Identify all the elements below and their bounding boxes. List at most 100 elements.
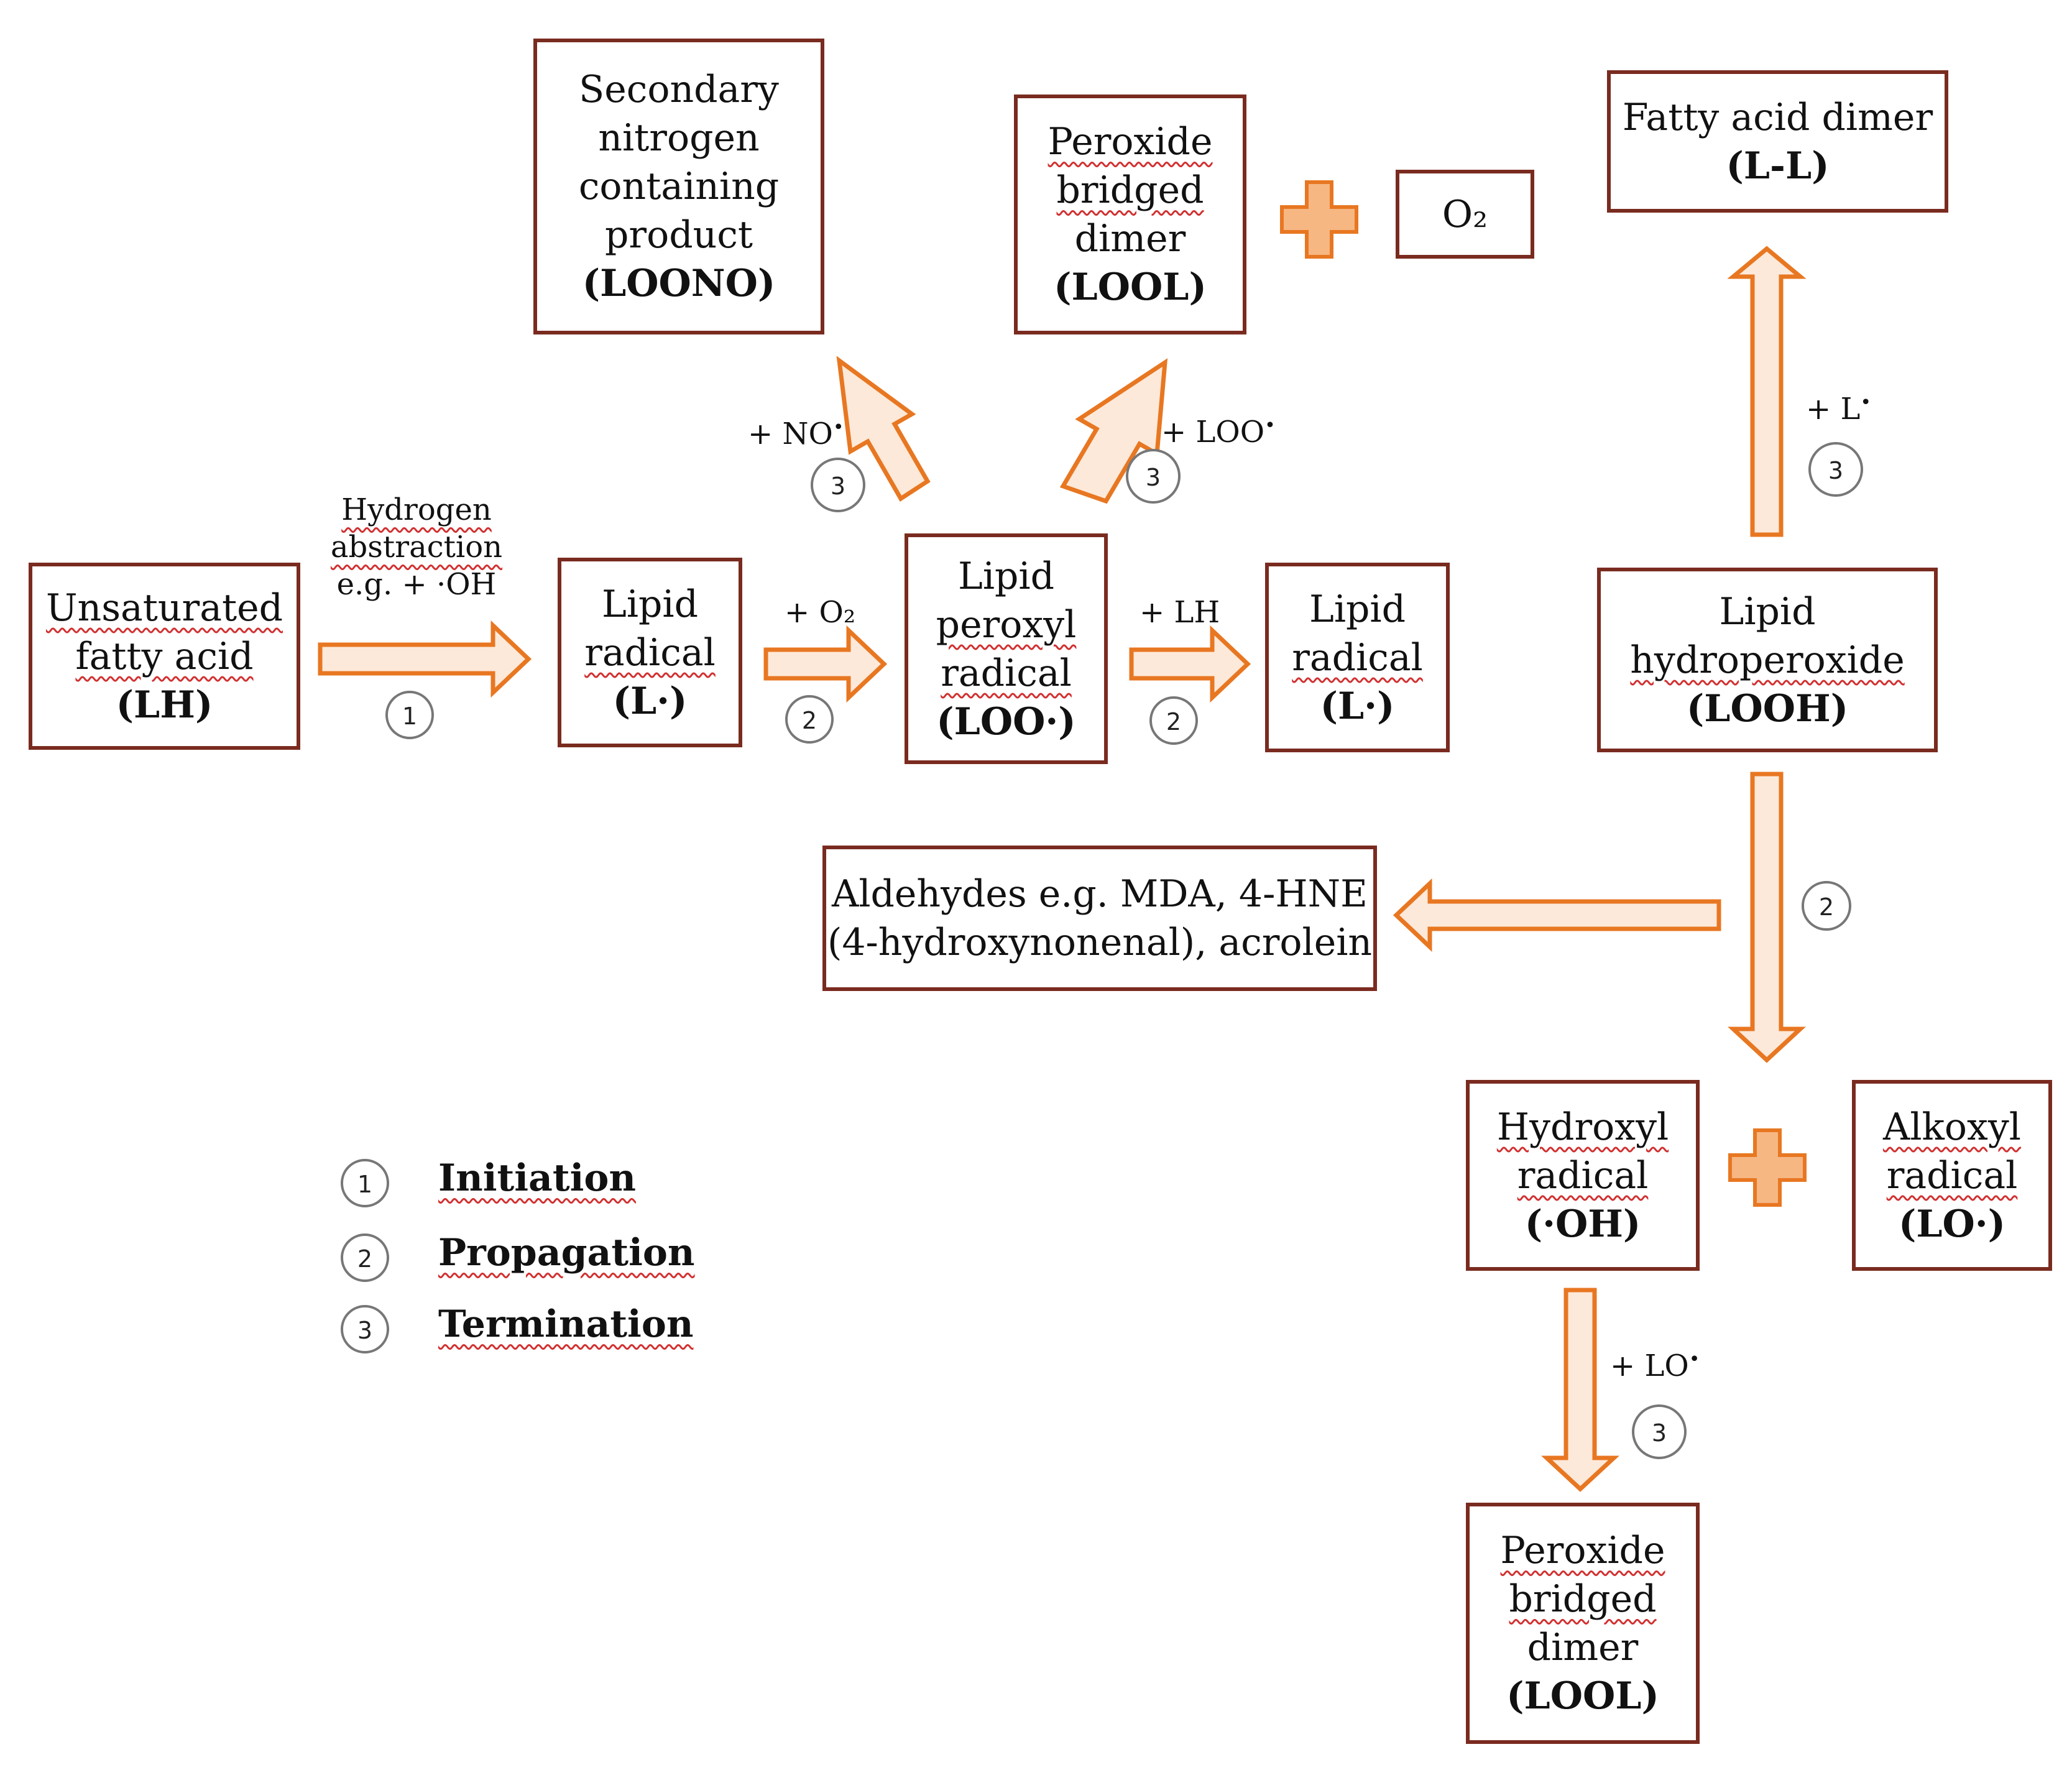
- legend-initiation: Initiation: [438, 1156, 637, 1200]
- legend-number: 3: [357, 1317, 372, 1344]
- node-hydroxyl-radical: Hydroxyl radical (·OH): [1466, 1080, 1700, 1271]
- arrow-decomposition-down: [1728, 772, 1806, 1063]
- arrow-to-loono: [836, 356, 931, 502]
- plus-icon: [1728, 1128, 1807, 1207]
- node-label: Unsaturated: [45, 586, 283, 630]
- radical-dot: •: [1688, 1349, 1700, 1370]
- node-label: (4-hydroxynonenal), acrolein: [827, 921, 1373, 964]
- node-label: product: [605, 213, 753, 257]
- step-number: 3: [1828, 457, 1843, 484]
- step-number: 3: [831, 473, 845, 500]
- node-abbr: (LOOL): [1054, 265, 1207, 309]
- radical-dot: •: [832, 417, 844, 438]
- node-label: radical: [1292, 635, 1423, 680]
- node-label: dimer: [1074, 217, 1186, 260]
- node-label: Peroxide: [1500, 1529, 1665, 1572]
- node-fatty-acid-dimer: Fatty acid dimer (L-L): [1607, 70, 1948, 213]
- node-secondary-nitrogen-product: Secondary nitrogen containing product (L…: [533, 39, 824, 334]
- node-abbr: (L·): [1320, 684, 1395, 728]
- step-circle-decomposition: [1802, 881, 1851, 931]
- node-abbr: (·OH): [1524, 1202, 1641, 1246]
- step-number: 3: [1146, 464, 1161, 491]
- node-abbr: (LOONO): [582, 262, 776, 305]
- label-hydrogen-abstraction: Hydrogen abstraction e.g. + ·OH: [323, 491, 510, 603]
- node-label: Alkoxyl: [1883, 1105, 2021, 1149]
- legend-number: 2: [357, 1245, 372, 1273]
- label-text: + LOO: [1161, 415, 1265, 450]
- node-lipid-peroxyl-radical: Lipid peroxyl radical (LOO·): [905, 533, 1108, 764]
- arrow-to-lool-top: [1059, 358, 1168, 504]
- step-circle-l: [1808, 442, 1863, 497]
- label-plus-no: + NO•: [748, 415, 844, 453]
- label-plus-loo: + LOO•: [1161, 413, 1276, 451]
- node-lipid-radical-1: Lipid radical (L·): [558, 558, 742, 747]
- step-circle-loo: [1126, 449, 1181, 504]
- radical-dot: •: [1264, 415, 1276, 436]
- node-abbr: (LOOH): [1686, 686, 1849, 731]
- node-abbr: (L-L): [1726, 144, 1830, 188]
- node-label: peroxyl: [936, 602, 1077, 647]
- node-unsaturated-fatty-acid: Unsaturated fatty acid (LH): [29, 563, 300, 750]
- label-text: + NO: [748, 417, 833, 451]
- legend-number: 1: [357, 1171, 372, 1198]
- legend-termination: Termination: [438, 1302, 694, 1346]
- node-abbr: (LH): [116, 683, 213, 727]
- legend-circle-3: [341, 1305, 389, 1353]
- node-label: radical: [1517, 1153, 1649, 1197]
- step-circle-lh: [1149, 696, 1198, 745]
- node-label: nitrogen: [598, 116, 760, 160]
- node-abbr: (LO·): [1898, 1202, 2006, 1246]
- step-circle-no: [811, 458, 865, 512]
- label-plus-l: + L•: [1806, 390, 1871, 428]
- node-label: Peroxide: [1048, 120, 1213, 164]
- node-label: Lipid: [1719, 589, 1816, 634]
- step-circle-lo: [1632, 1404, 1687, 1459]
- label-text: + L: [1806, 392, 1861, 426]
- node-abbr: (LOOL): [1506, 1674, 1659, 1718]
- node-label: radical: [584, 630, 716, 675]
- node-label: Hydroxyl: [1496, 1105, 1669, 1149]
- node-lipid-radical-2: Lipid radical (L·): [1265, 563, 1450, 752]
- label-plus-lo: + LO•: [1610, 1347, 1700, 1385]
- step-circle-o2: [785, 695, 834, 744]
- label-line: Hydrogen: [341, 492, 492, 527]
- arrow-o2-addition: [763, 625, 888, 703]
- node-aldehydes: Aldehydes e.g. MDA, 4-HNE (4-hydroxynone…: [822, 846, 1377, 991]
- node-oxygen: O₂: [1396, 170, 1534, 259]
- node-label: Lipid: [1309, 587, 1406, 631]
- node-label: Secondary: [579, 68, 779, 111]
- step-number: 2: [1819, 893, 1834, 921]
- legend-propagation: Propagation: [438, 1231, 695, 1275]
- node-label: radical: [941, 651, 1072, 695]
- node-label: bridged: [1509, 1577, 1657, 1621]
- legend-circle-1: [341, 1159, 389, 1207]
- node-peroxide-bridged-dimer-bottom: Peroxide bridged dimer (LOOL): [1466, 1503, 1700, 1744]
- node-label: hydroperoxide: [1630, 638, 1905, 682]
- node-label: radical: [1886, 1153, 2018, 1197]
- node-label: Fatty acid dimer: [1622, 95, 1933, 139]
- node-label: containing: [578, 165, 780, 208]
- node-label: Lipid: [601, 582, 699, 626]
- step-number: 3: [1652, 1419, 1667, 1447]
- label-line: e.g. + ·OH: [336, 567, 497, 602]
- node-alkoxyl-radical: Alkoxyl radical (LO·): [1852, 1080, 2052, 1271]
- arrow-to-fatty-acid-dimer: [1727, 246, 1807, 537]
- label-plus-o2: + O₂: [785, 595, 856, 630]
- node-abbr: (LOO·): [936, 699, 1076, 744]
- node-label: Lipid: [957, 554, 1055, 598]
- arrow-to-aldehydes: [1393, 878, 1721, 952]
- legend-circle-2: [341, 1233, 389, 1282]
- label-plus-lh: + LH: [1140, 595, 1220, 630]
- node-label: fatty acid: [75, 634, 254, 678]
- arrow-initiation: [318, 620, 532, 698]
- label-text: + LO: [1610, 1349, 1689, 1383]
- plus-icon: [1280, 180, 1358, 259]
- arrow-to-lool-bottom: [1541, 1288, 1619, 1492]
- node-label: Aldehydes e.g. MDA, 4-HNE: [832, 872, 1368, 916]
- step-number: 1: [402, 703, 417, 730]
- node-label: dimer: [1527, 1626, 1639, 1669]
- step-number: 2: [1166, 708, 1181, 735]
- node-lipid-hydroperoxide: Lipid hydroperoxide (LOOH): [1597, 568, 1938, 752]
- step-circle-initiation: [385, 691, 434, 739]
